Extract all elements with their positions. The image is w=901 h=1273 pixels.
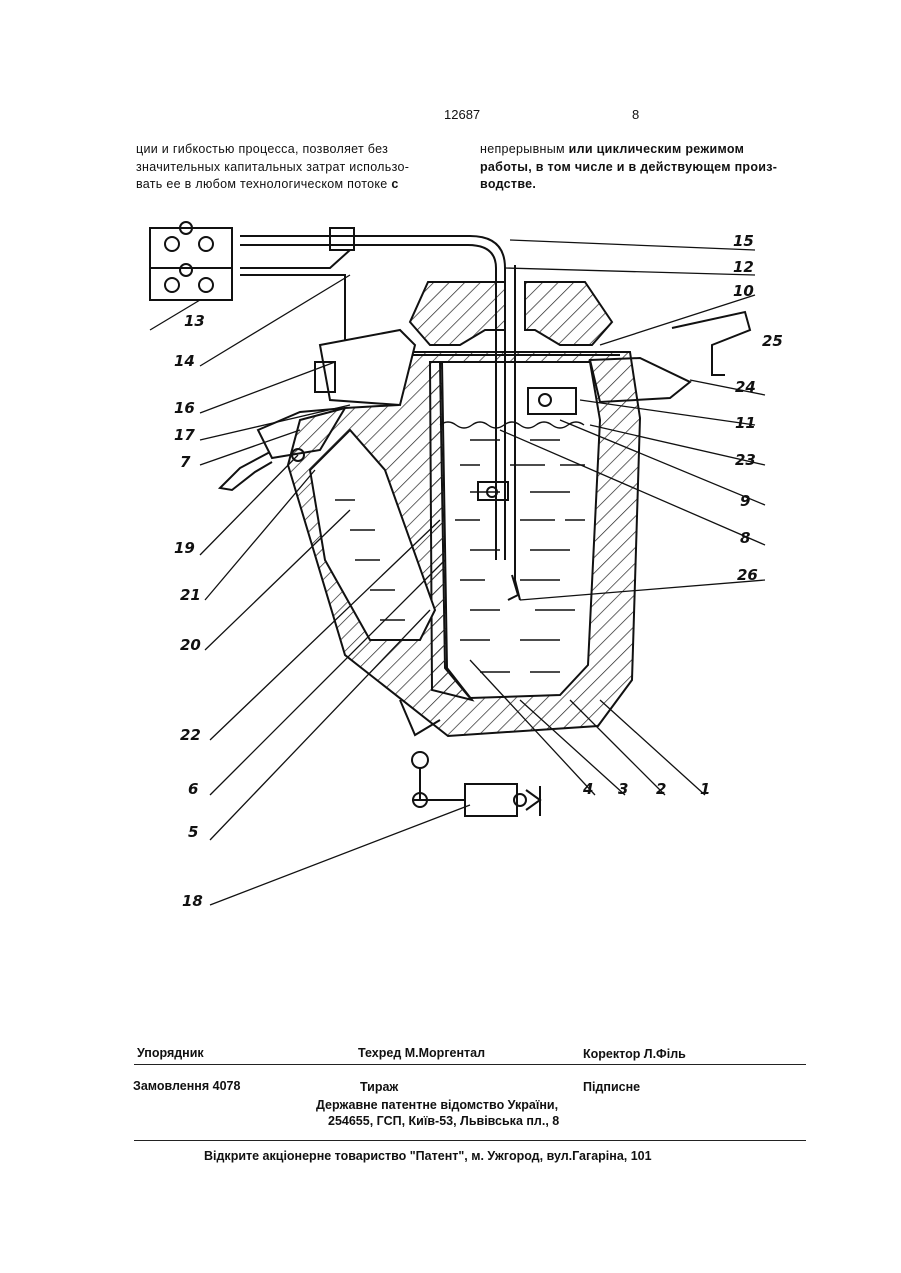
figure-label: 13 (184, 312, 205, 330)
office-address-line1: Державне патентне відомство України, (316, 1098, 558, 1112)
figure-label: 6 (188, 780, 198, 798)
corrector-label: Коректор Л.Філь (583, 1047, 686, 1061)
compiler-label: Упорядник (137, 1046, 204, 1060)
subscription-label: Підписне (583, 1080, 640, 1094)
figure-label: 15 (733, 232, 754, 250)
figure-label: 19 (174, 539, 195, 557)
figure-label: 16 (174, 399, 195, 417)
figure-label: 21 (180, 586, 201, 604)
figure-label: 14 (174, 352, 195, 370)
figure-label: 8 (740, 529, 750, 547)
figure-label: 1 (700, 780, 710, 798)
figure-label: 17 (174, 426, 195, 444)
figure-label: 20 (180, 636, 201, 654)
divider (134, 1140, 806, 1141)
figure-label: 24 (735, 378, 756, 396)
figure-label: 5 (188, 823, 198, 841)
order-label: Замовлення 4078 (133, 1079, 240, 1093)
figure-label: 4 (582, 780, 593, 798)
figure-label: 2 (656, 780, 666, 798)
technical-drawing: 15 12 10 13 25 24 14 16 11 17 23 7 9 19 … (0, 0, 901, 1000)
figure-label: 26 (737, 566, 758, 584)
office-address-line2: 254655, ГСП, Київ-53, Львівська пл., 8 (328, 1114, 559, 1128)
figure-label: 22 (180, 726, 201, 744)
figure-label: 18 (182, 892, 203, 910)
figure-label: 23 (735, 451, 756, 469)
circulation-label: Тираж (360, 1080, 398, 1094)
figure-label: 3 (618, 780, 628, 798)
figure-label: 12 (733, 258, 754, 276)
figure-label: 10 (733, 282, 754, 300)
divider (134, 1064, 806, 1065)
drawing-body (150, 222, 765, 905)
figure-label: 25 (762, 332, 783, 350)
figure-label: 9 (740, 492, 750, 510)
figure-label: 11 (735, 414, 756, 432)
publisher-line: Відкрите акціонерне товариство "Патент",… (204, 1149, 652, 1163)
techred-label: Техред М.Моргентал (358, 1046, 485, 1060)
figure-label: 7 (180, 453, 191, 471)
